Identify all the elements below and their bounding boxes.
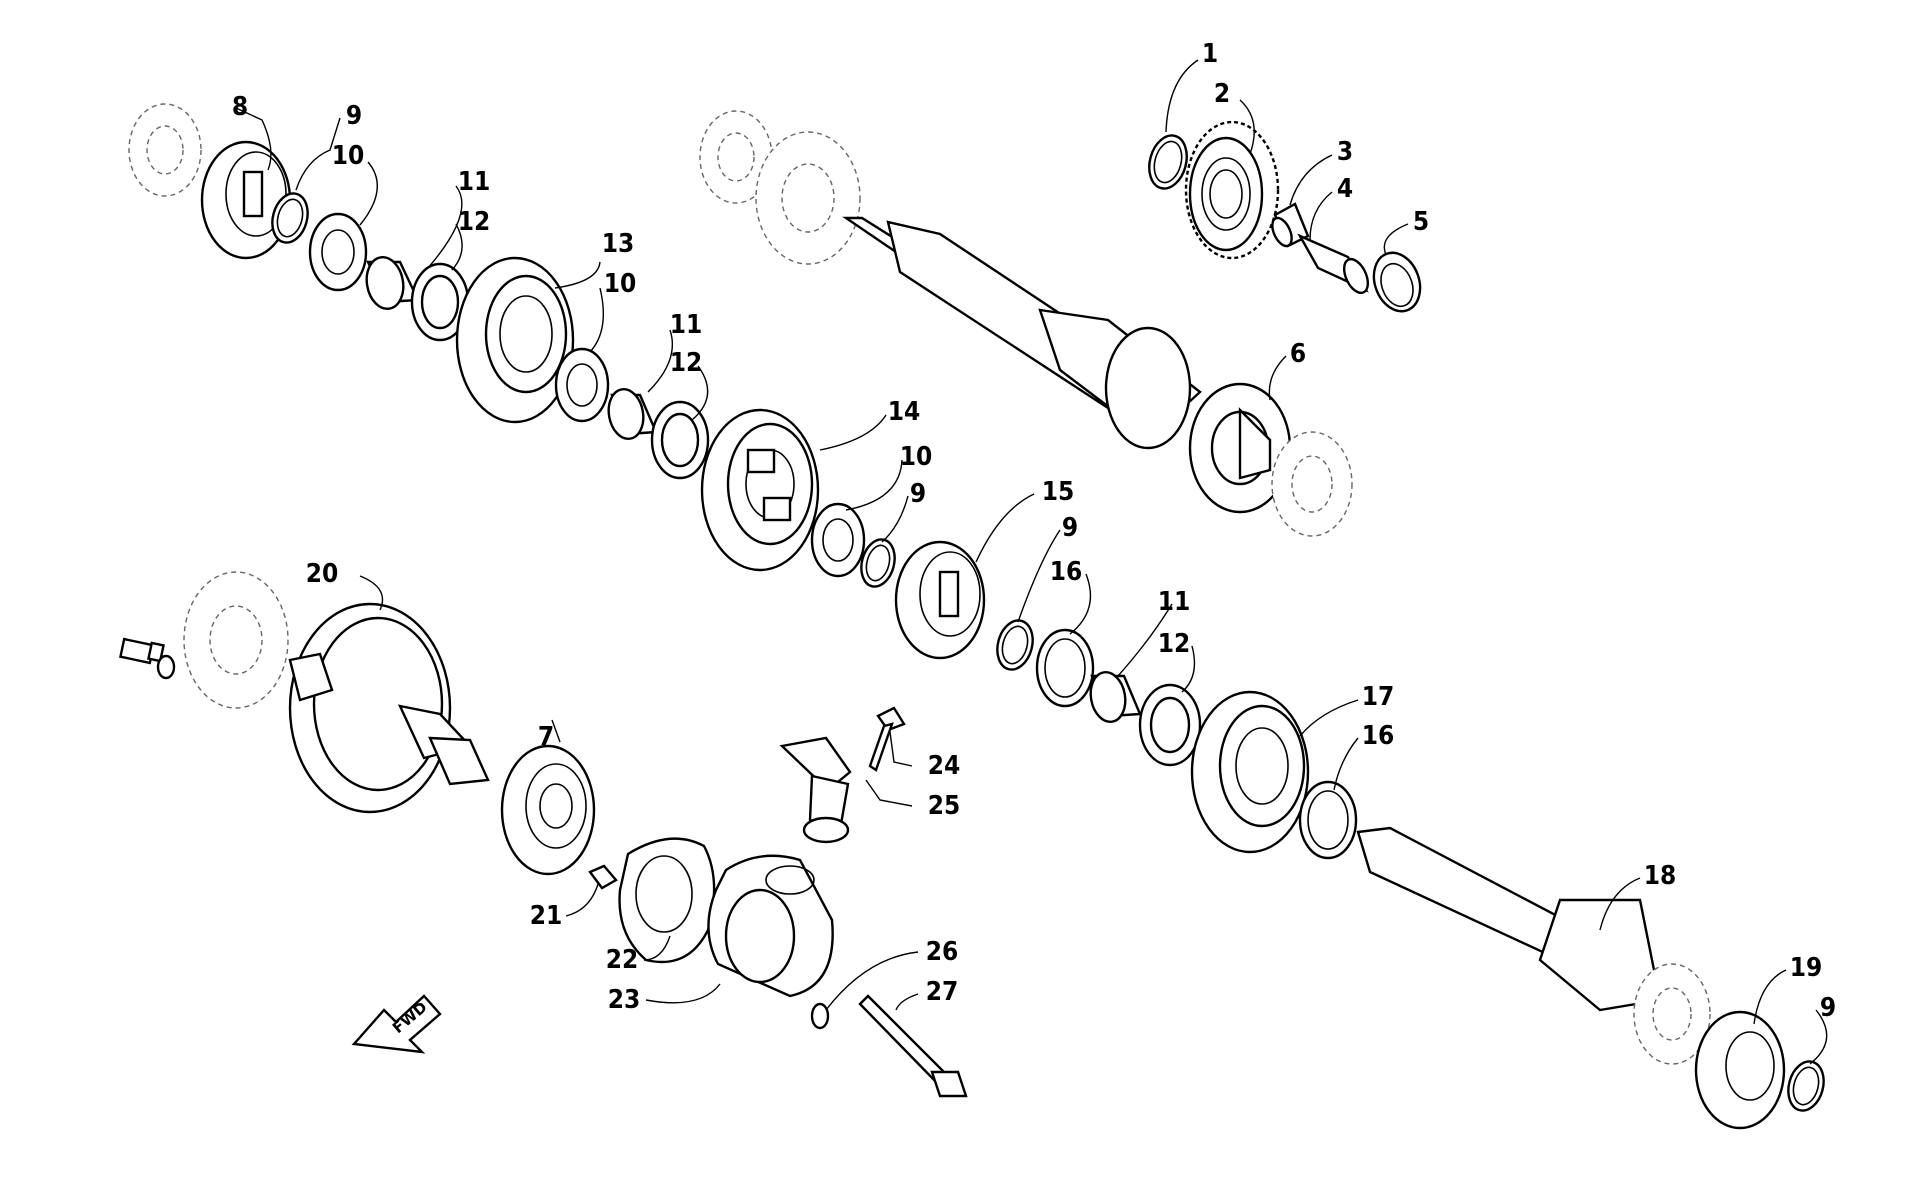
callout-1: 1 [1202, 39, 1218, 69]
thrust-washer-part-10-lower [810, 502, 866, 578]
callout-13: 13 [602, 229, 635, 259]
housing-part-23 [707, 854, 834, 998]
callout-14: 14 [888, 397, 921, 427]
bushing-part-11-mid [607, 388, 658, 440]
callout-10-lower: 10 [900, 442, 933, 472]
needle-bearing-part-12-lower [1138, 683, 1202, 767]
callout-17: 17 [1362, 682, 1395, 712]
thrust-washer-part-10-upper [308, 212, 368, 292]
washer-part-26 [810, 1002, 830, 1030]
callout-21: 21 [530, 901, 563, 931]
callout-4: 4 [1337, 174, 1353, 204]
callout-8: 8 [232, 92, 248, 122]
dog-hub-part-15 [894, 540, 986, 660]
dowel-pin-part-21 [588, 864, 618, 890]
bearing-ghost-lower-left [183, 571, 289, 709]
callout-27: 27 [926, 977, 959, 1007]
dog-hub-part-8 [200, 140, 292, 260]
gear-part-17 [1190, 690, 1310, 854]
gear-part-14 [700, 408, 820, 572]
callout-3: 3 [1337, 137, 1353, 167]
bushing-part-11-upper [365, 256, 420, 310]
callout-16-lower: 16 [1362, 721, 1395, 751]
callout-9-mid: 9 [910, 479, 926, 509]
forward-arrow-icon: FWD [351, 994, 442, 1054]
callout-20: 20 [306, 559, 339, 589]
callout-10-top: 10 [332, 141, 365, 171]
thrust-washer-part-10-mid [554, 347, 610, 423]
snap-ring-part-9-upper [271, 192, 309, 244]
bolt-part-24 [868, 706, 906, 772]
pin-part-4 [1297, 233, 1370, 295]
callout-11-top: 11 [458, 167, 491, 197]
thrust-washer-part-16-mid [1035, 628, 1095, 708]
callout-19: 19 [1790, 953, 1823, 983]
bushing-part-5 [1372, 251, 1422, 313]
callout-24: 24 [928, 751, 961, 781]
callout-5: 5 [1413, 207, 1429, 237]
callout-16-mid: 16 [1050, 557, 1083, 587]
callout-18: 18 [1644, 861, 1677, 891]
shaft-part-18 [1356, 826, 1711, 1065]
gear-part-2 [1184, 120, 1280, 260]
callout-9-bottom: 9 [1820, 993, 1836, 1023]
callout-9-top: 9 [346, 101, 362, 131]
callout-2: 2 [1214, 79, 1230, 109]
callout-11-mid: 11 [670, 310, 703, 340]
needle-bearing-part-12-mid [650, 400, 710, 480]
callout-22: 22 [606, 945, 639, 975]
bearing-ghost-left [128, 103, 202, 197]
snap-ring-part-1 [1148, 134, 1188, 190]
callout-9-lower-mid: 9 [1062, 513, 1078, 543]
callout-labels: 1 2 3 4 5 6 7 8 9 10 11 12 13 10 11 12 1… [232, 39, 1836, 1023]
callout-12-lower: 12 [1158, 629, 1191, 659]
callout-12-mid: 12 [670, 348, 703, 378]
callout-12-top: 12 [458, 207, 491, 237]
bearing-ghost-upper-left [699, 110, 861, 265]
callout-6: 6 [1290, 339, 1306, 369]
callout-25: 25 [928, 791, 961, 821]
sensor-part-25 [779, 736, 852, 844]
bolt-and-washer-left [119, 637, 176, 680]
bolt-part-27 [858, 994, 968, 1098]
thrust-washer-part-16-lower [1298, 780, 1358, 860]
snap-ring-part-9-mid [860, 538, 896, 588]
gear-part-13 [455, 256, 575, 424]
shaft-part-6 [842, 216, 1353, 537]
snap-ring-part-9-lower [1787, 1060, 1825, 1112]
callout-23: 23 [608, 985, 641, 1015]
bushing-part-11-lower [1089, 671, 1142, 723]
bearing-part-7 [500, 744, 596, 876]
callout-7: 7 [538, 722, 554, 752]
callout-26: 26 [926, 937, 959, 967]
leader-lines [235, 59, 1828, 1065]
snap-ring-part-9-lower-mid [996, 619, 1034, 671]
gear-shaft-part-20 [288, 602, 490, 814]
dog-hub-part-19 [1694, 1010, 1786, 1130]
callout-15: 15 [1042, 477, 1075, 507]
callout-11-lower: 11 [1158, 587, 1191, 617]
needle-bearing-part-12-upper [410, 262, 470, 342]
callout-10-mid: 10 [604, 269, 637, 299]
